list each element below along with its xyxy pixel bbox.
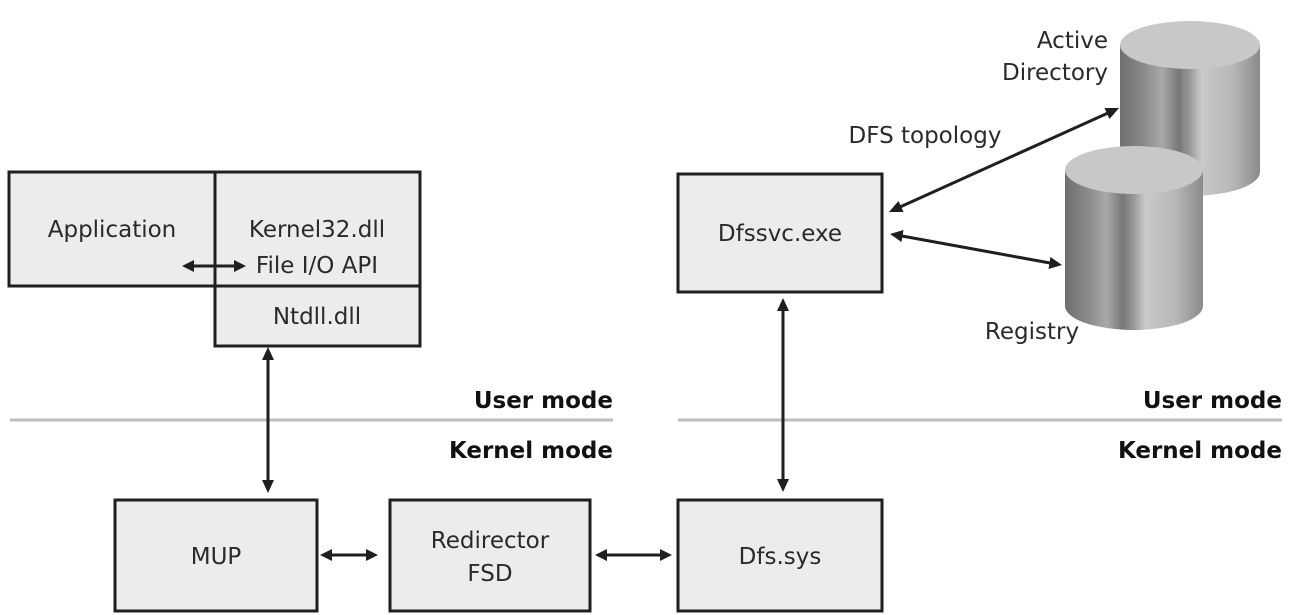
redirector-label: Redirector [431, 528, 550, 554]
dfs-topology-label: DFS topology [849, 123, 1002, 149]
redirector-fsd-box: Redirector FSD [388, 498, 592, 613]
dfssvc-label: Dfssvc.exe [718, 221, 842, 247]
dfssvc-box: Dfssvc.exe [676, 172, 884, 294]
application-label: Application [48, 217, 177, 243]
registry-label: Registry [985, 319, 1079, 345]
kernel-mode-label-right: Kernel mode [1118, 438, 1282, 464]
ntdll-mup-arrow [262, 347, 274, 493]
user-mode-label-left: User mode [474, 388, 613, 414]
mup-box: MUP [113, 498, 319, 613]
user-mode-label-right: User mode [1143, 388, 1282, 414]
dfs-sys-label: Dfs.sys [739, 544, 822, 570]
kernel-mode-label-left: Kernel mode [449, 438, 613, 464]
fsd-label: FSD [467, 561, 512, 587]
mup-label: MUP [191, 544, 242, 570]
application-box: Application [7, 170, 217, 288]
dfssvc-active-directory-arrow [889, 108, 1119, 212]
dfssvc-dfs-sys-arrow [777, 298, 789, 492]
kernel32-label: Kernel32.dll [249, 217, 385, 243]
kernel32-box: Kernel32.dll File I/O API [213, 170, 422, 288]
dfs-sys-box: Dfs.sys [676, 498, 884, 613]
redirector-dfs-sys-arrow [595, 549, 672, 561]
registry-database-icon [1065, 146, 1203, 330]
file-io-api-label: File I/O API [256, 253, 378, 279]
active-directory-label-line2: Directory [1002, 60, 1108, 86]
active-directory-label-line1: Active [1037, 28, 1108, 54]
dfssvc-registry-arrow [890, 230, 1062, 269]
ntdll-box: Ntdll.dll [213, 284, 422, 348]
app-kernel32-arrow [182, 260, 246, 272]
ntdll-label: Ntdll.dll [273, 304, 361, 330]
mup-redirector-arrow [320, 549, 378, 561]
